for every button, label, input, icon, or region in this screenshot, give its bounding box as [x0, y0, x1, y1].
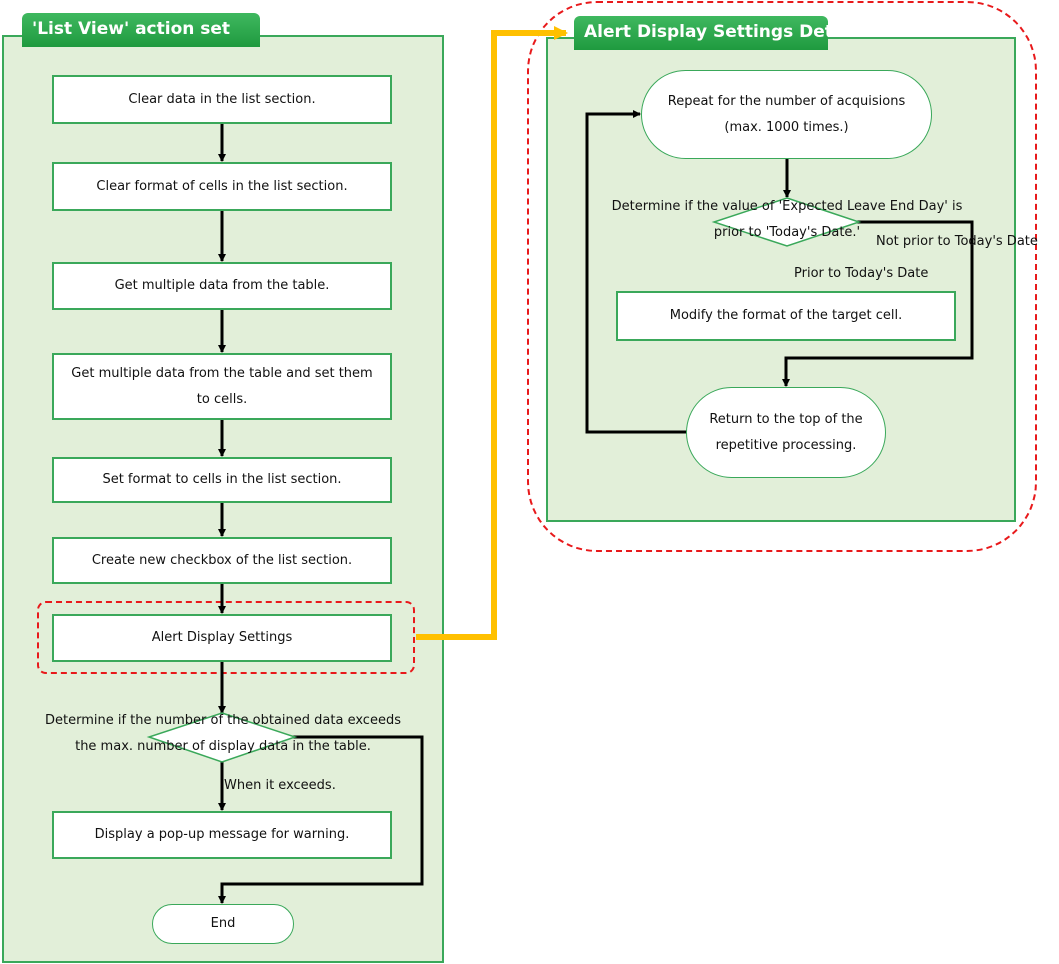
loop-end-line1: Return to the top of the: [709, 411, 863, 427]
end-terminator: End: [152, 904, 294, 944]
right-panel-title: Alert Display Settings Details: [574, 16, 866, 50]
loop-start-line1: Repeat for the number of acquisions: [667, 93, 906, 109]
alert-step-highlight: [37, 601, 415, 674]
step-modify-format: Modify the format of the target cell.: [616, 291, 956, 341]
step-get-data: Get multiple data from the table.: [52, 262, 392, 310]
step-create-checkbox: Create new checkbox of the list section.: [52, 537, 392, 584]
right-decision-no-label: Not prior to Today's Date: [876, 234, 1038, 249]
left-decision-text-line2: the max. number of display data in the t…: [75, 739, 371, 754]
right-decision-yes-label: Prior to Today's Date: [794, 266, 929, 281]
step-clear-format: Clear format of cells in the list sectio…: [52, 162, 392, 211]
right-decision-text-line1: Determine if the value of 'Expected Leav…: [611, 199, 963, 214]
step-alert-display-settings[interactable]: Alert Display Settings: [52, 614, 392, 662]
loop-end-line2: repetitive processing.: [715, 437, 857, 453]
step-set-format: Set format to cells in the list section.: [52, 457, 392, 503]
left-panel-title: 'List View' action set: [22, 13, 260, 47]
loop-start: Repeat for the number of acquisions (max…: [641, 70, 932, 159]
right-decision-text-line2: prior to 'Today's Date.': [713, 225, 861, 240]
step-get-data-set-cells: Get multiple data from the table and set…: [52, 353, 392, 420]
left-decision-diamond: [146, 712, 298, 763]
left-decision-yes-label: When it exceeds.: [224, 778, 336, 793]
loop-start-line2: (max. 1000 times.): [724, 119, 849, 135]
right-decision-diamond: [711, 197, 862, 247]
step-clear-data: Clear data in the list section.: [52, 75, 392, 124]
left-decision-text-line1: Determine if the number of the obtained …: [45, 713, 401, 728]
right-highlight-region: [527, 1, 1037, 552]
step-display-warning: Display a pop-up message for warning.: [52, 811, 392, 859]
loop-end: Return to the top of the repetitive proc…: [686, 387, 886, 478]
